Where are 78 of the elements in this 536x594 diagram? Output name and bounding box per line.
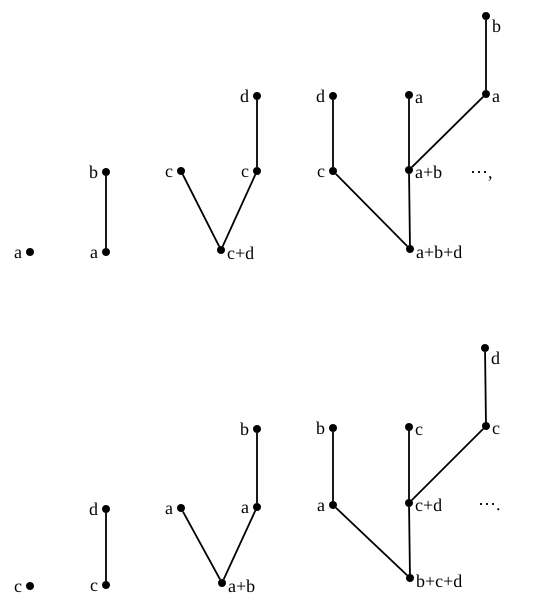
vertex-label: d bbox=[316, 87, 325, 105]
vertex-dot bbox=[253, 167, 261, 175]
vertex-dot bbox=[482, 90, 490, 98]
vertex-dot bbox=[218, 579, 226, 587]
vertex-label: c bbox=[90, 576, 98, 594]
vertex-dot bbox=[405, 423, 413, 431]
tree-edge bbox=[408, 506, 411, 574]
ellipsis-text: ⋯, bbox=[470, 163, 492, 181]
vertex-dot bbox=[481, 344, 489, 352]
vertex-label: a bbox=[90, 243, 98, 261]
vertex-label: a+b bbox=[415, 163, 442, 181]
vertex-dot bbox=[329, 501, 337, 509]
tree-edge bbox=[411, 96, 484, 168]
vertex-label: b bbox=[89, 163, 98, 181]
vertex-label: b bbox=[240, 420, 249, 438]
vertex-dot bbox=[253, 425, 261, 433]
vertex-label: d bbox=[240, 87, 249, 105]
tree-edge bbox=[105, 513, 107, 581]
vertex-label: c bbox=[241, 162, 249, 180]
vertex-label: a bbox=[317, 496, 325, 514]
vertex-dot bbox=[102, 248, 110, 256]
vertex-label: a bbox=[492, 87, 500, 105]
vertex-dot bbox=[253, 503, 261, 511]
tree-edge bbox=[182, 174, 220, 247]
vertex-dot bbox=[405, 91, 413, 99]
vertex-dot bbox=[253, 92, 261, 100]
vertex-label: b bbox=[492, 17, 501, 35]
vertex-label: c+d bbox=[227, 244, 254, 262]
tree-edge bbox=[332, 432, 334, 501]
tree-edge bbox=[256, 433, 258, 503]
tree-edge bbox=[335, 173, 408, 247]
vertex-label: a bbox=[415, 88, 423, 106]
vertex-label: c bbox=[492, 419, 500, 437]
vertex-label: a bbox=[14, 243, 22, 261]
vertex-label: a+b+d bbox=[416, 243, 462, 261]
vertex-dot bbox=[102, 168, 110, 176]
ellipsis-text: ⋯. bbox=[478, 495, 500, 513]
vertex-label: a bbox=[165, 499, 173, 517]
vertex-dot bbox=[177, 167, 185, 175]
tree-edge bbox=[222, 174, 256, 247]
tree-edge bbox=[484, 352, 487, 422]
tree-edge bbox=[408, 174, 411, 246]
vertex-dot bbox=[26, 582, 34, 590]
tree-edge bbox=[182, 511, 221, 580]
vertex-label: d bbox=[491, 349, 500, 367]
vertex-dot bbox=[102, 581, 110, 589]
vertex-label: a bbox=[241, 498, 249, 516]
tree-edge bbox=[411, 428, 484, 501]
vertex-dot bbox=[482, 12, 490, 20]
vertex-label: b+c+d bbox=[416, 572, 462, 590]
vertex-label: c+d bbox=[415, 496, 442, 514]
vertex-label: c bbox=[165, 162, 173, 180]
vertex-dot bbox=[482, 422, 490, 430]
vertex-dot bbox=[329, 167, 337, 175]
vertex-dot bbox=[217, 246, 225, 254]
vertex-dot bbox=[26, 248, 34, 256]
vertex-label: b bbox=[316, 419, 325, 437]
vertex-label: d bbox=[89, 500, 98, 518]
tree-edge bbox=[222, 510, 256, 580]
vertex-dot bbox=[329, 424, 337, 432]
tree-edge bbox=[408, 99, 410, 166]
tree-edge bbox=[335, 507, 408, 576]
vertex-dot bbox=[102, 505, 110, 513]
tree-edge bbox=[105, 176, 107, 248]
vertex-label: c bbox=[317, 162, 325, 180]
vertex-label: c bbox=[14, 577, 22, 594]
vertex-dot bbox=[177, 504, 185, 512]
tree-edge bbox=[408, 431, 410, 499]
vertex-label: c bbox=[415, 420, 423, 438]
tree-edge bbox=[485, 20, 487, 90]
vertex-dot bbox=[329, 92, 337, 100]
vertex-dot bbox=[405, 166, 413, 174]
tree-edge bbox=[256, 100, 258, 167]
vertex-label: a+b bbox=[228, 577, 256, 594]
vertex-dot bbox=[406, 574, 414, 582]
vertex-dot bbox=[406, 245, 414, 253]
tree-edge bbox=[332, 100, 334, 167]
vertex-dot bbox=[405, 499, 413, 507]
